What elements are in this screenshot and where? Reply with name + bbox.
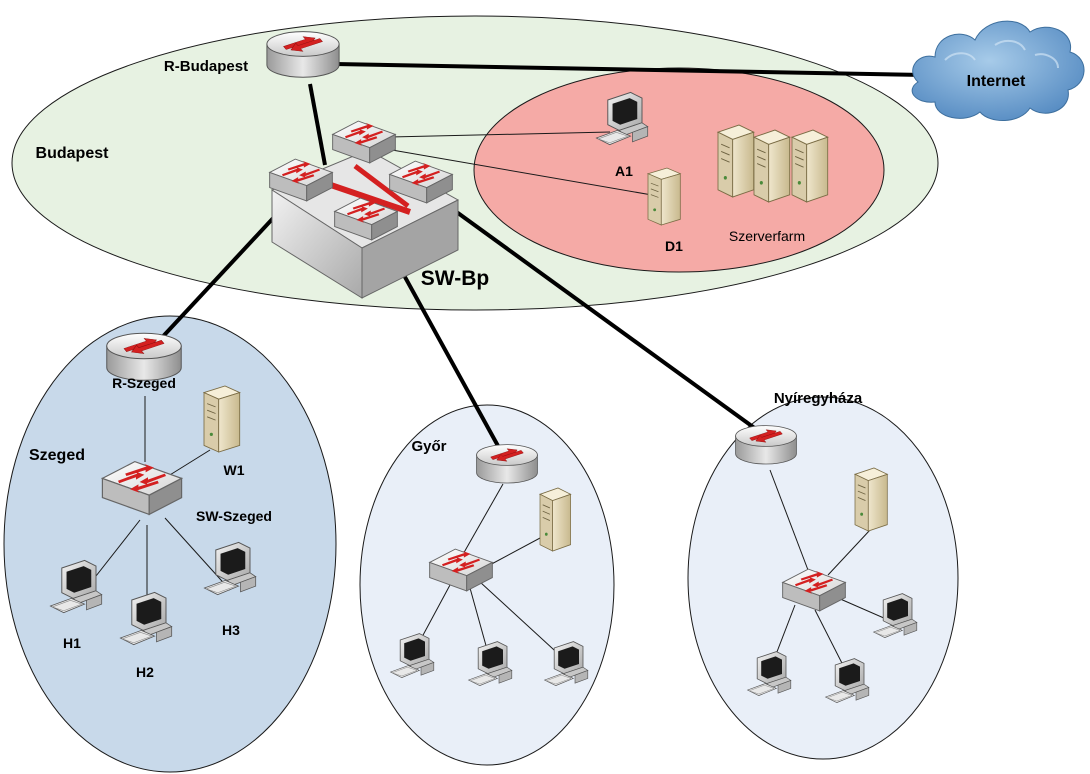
router-icon[interactable] — [267, 32, 339, 78]
region-nyiregyhaza-label: Nyíregyháza — [774, 390, 863, 407]
router-icon[interactable] — [107, 333, 181, 380]
sw-bp-label: SW-Bp — [421, 267, 489, 290]
router-icon[interactable] — [477, 445, 538, 483]
sw-szeged-label: SW-Szeged — [196, 508, 272, 524]
server-icon[interactable] — [539, 487, 572, 552]
server-icon[interactable] — [203, 385, 241, 453]
region-szeged-label: Szeged — [29, 447, 85, 464]
backbone-links — [153, 62, 926, 456]
thin-links — [84, 131, 894, 676]
server-icon[interactable] — [717, 124, 755, 198]
server-icon[interactable] — [854, 467, 888, 532]
internet-label: Internet — [967, 73, 1026, 90]
r-budapest-label: R-Budapest — [164, 58, 248, 75]
server-icon[interactable] — [753, 129, 791, 203]
cloud-icon — [911, 20, 1085, 122]
core-switch-icon[interactable] — [269, 120, 460, 299]
region-szeged — [3, 315, 337, 773]
server-icon[interactable] — [791, 129, 829, 203]
szerverfarm-label: Szerverfarm — [729, 228, 805, 244]
r-szeged-label: R-Szeged — [112, 375, 176, 391]
router-icon[interactable] — [736, 426, 797, 464]
server-icon[interactable] — [647, 167, 681, 226]
w1-label: W1 — [224, 462, 245, 478]
h3-label: H3 — [222, 622, 240, 638]
region-szerverfarm — [473, 67, 885, 273]
region-gyor-label: Győr — [411, 438, 446, 455]
region-budapest-label: Budapest — [36, 145, 110, 162]
h1-label: H1 — [63, 635, 81, 651]
d1-label: D1 — [665, 238, 683, 254]
h2-label: H2 — [136, 664, 154, 680]
a1-label: A1 — [615, 163, 633, 179]
server-farm-icons — [717, 124, 829, 203]
